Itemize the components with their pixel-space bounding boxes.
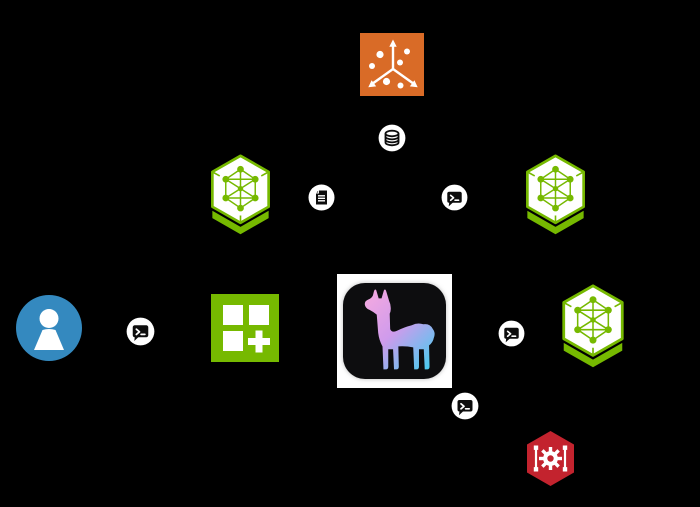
terminal-prompt-icon (126, 317, 155, 346)
grid-plus-icon (211, 294, 279, 362)
document-node (308, 184, 335, 211)
nim-cube-left-node (207, 153, 274, 235)
llama-icon (364, 289, 435, 370)
database-node (378, 124, 406, 152)
terminal-bottom-node (451, 392, 479, 420)
3d-axes-scatter-icon (360, 33, 424, 96)
ml-3d-scatter-node (360, 33, 424, 96)
user-node (15, 294, 83, 362)
ollama-app-tile (343, 283, 446, 379)
terminal-prompt-icon (498, 320, 525, 347)
nim-cube-right-node (558, 283, 628, 368)
grid-plus-node (211, 294, 279, 362)
terminal-prompt-icon (451, 392, 479, 420)
terminal-left-node (126, 317, 155, 346)
person-icon (16, 295, 82, 361)
database-icon (378, 124, 406, 152)
terminal-prompt-icon (441, 184, 468, 211)
neural-network-cube-icon (522, 153, 589, 235)
neural-network-cube-icon (207, 153, 274, 235)
ollama-node (337, 274, 452, 388)
gear-endpoints-icon (527, 431, 574, 486)
terminal-right-node (498, 320, 525, 347)
terminal-top-node (441, 184, 468, 211)
document-icon (308, 184, 335, 211)
gear-hexagon-node (526, 430, 575, 487)
nim-cube-top-right-node (522, 153, 589, 235)
neural-network-cube-icon (558, 283, 628, 368)
